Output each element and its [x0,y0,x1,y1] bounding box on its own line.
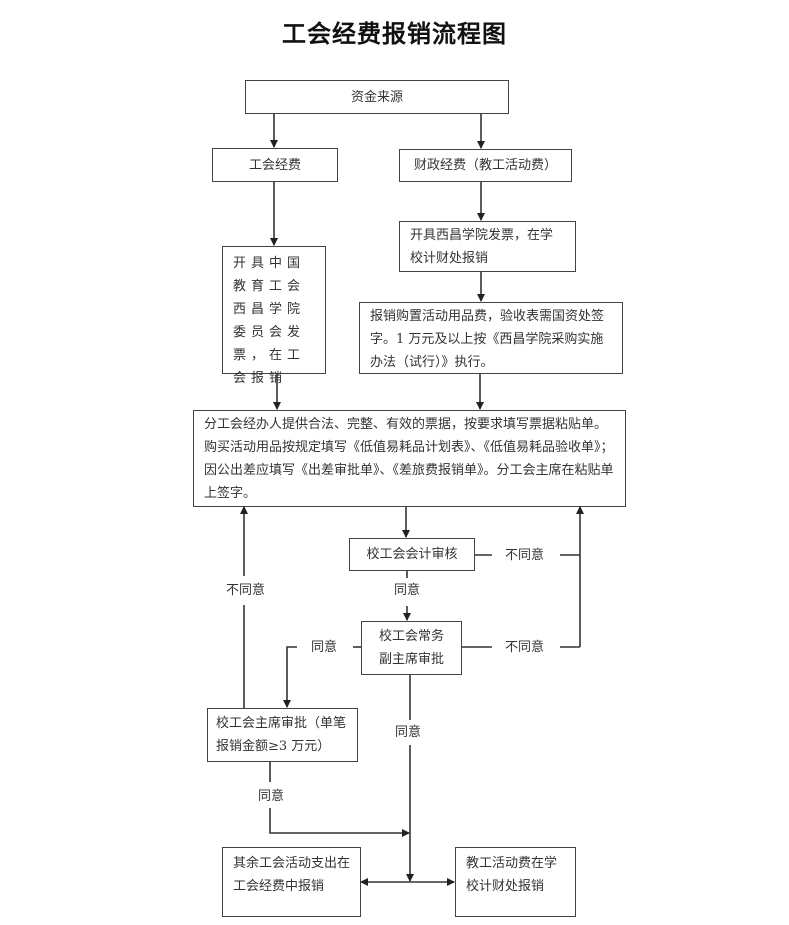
node-funding-source-text: 资金来源 [350,89,403,105]
edge-label-disagree-left: 不同意 [224,583,268,599]
node-other-union-expense-text: 其余工会活动支出在工会经费中报销 [233,856,351,894]
node-accountant-review: 校工会会计审核 [349,538,475,571]
node-union-invoice: 开具中国教育工会西昌学院委员会发票，在工会报销 [222,246,326,386]
node-staff-activity-expense: 教工活动费在学校计财处报销 [455,847,576,917]
node-accountant-review-text: 校工会会计审核 [366,547,458,562]
node-chair-approval-text: 校工会主席审批（单笔报销金额≥3 万元） [216,716,347,754]
page-title: 工会经费报销流程图 [282,19,507,48]
node-college-invoice-text: 开具西昌学院发票，在学校计财处报销 [410,228,554,266]
edge-label-agree-accountant: 同意 [392,583,423,599]
node-branch-handler-text: 分工会经办人提供合法、完整、有效的票据，按要求填写票据粘贴单。购买活动用品按规定… [204,417,614,501]
node-union-funds-text: 工会经费 [248,157,301,173]
node-fiscal-funds: 财政经费（教工活动费） [399,149,572,182]
node-vice-chair-approval-text: 校工会常务副主席审批 [378,629,444,667]
edge-label-disagree-vice: 不同意 [503,640,547,656]
arrow-vice-to-chair [283,646,297,708]
node-chair-approval: 校工会主席审批（单笔报销金额≥3 万元） [207,708,358,762]
node-fiscal-funds-text: 财政经费（教工活动费） [413,158,557,173]
node-branch-handler: 分工会经办人提供合法、完整、有效的票据，按要求填写票据粘贴单。购买活动用品按规定… [193,410,626,507]
node-union-invoice-text: 开具中国教育工会西昌学院委员会发票，在工会报销 [233,256,306,386]
node-other-union-expense: 其余工会活动支出在工会经费中报销 [222,847,361,917]
edge-label-agree-vice-to-chair: 同意 [309,640,340,656]
node-college-invoice: 开具西昌学院发票，在学校计财处报销 [399,221,576,272]
edge-label-agree-vice-down: 同意 [393,725,424,741]
node-union-funds: 工会经费 [212,148,338,182]
node-vice-chair-approval: 校工会常务副主席审批 [361,621,462,675]
node-purchase-reimburse: 报销购置活动用品费，验收表需国资处签字。1 万元及以上按《西昌学院采购实施办法（… [359,302,623,374]
edge-label-agree-chair: 同意 [256,789,287,805]
node-staff-activity-expense-text: 教工活动费在学校计财处报销 [466,856,558,894]
node-purchase-reimburse-text: 报销购置活动用品费，验收表需国资处签字。1 万元及以上按《西昌学院采购实施办法（… [370,309,605,370]
edge-label-disagree-accountant: 不同意 [503,548,547,564]
arrow-chair-agree [269,808,410,837]
node-funding-source: 资金来源 [245,80,509,114]
